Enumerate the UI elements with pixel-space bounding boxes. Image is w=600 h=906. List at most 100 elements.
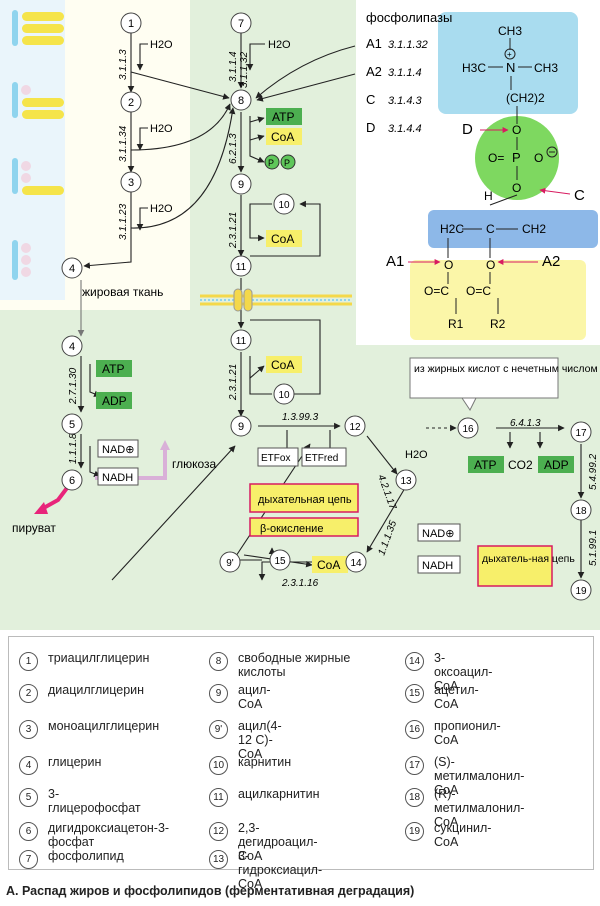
- r2: R2: [490, 317, 506, 331]
- legend-number: 7: [19, 850, 38, 869]
- minus-charge-icon: [546, 146, 558, 158]
- svg-text:9: 9: [238, 179, 244, 191]
- coa-box: [266, 128, 302, 145]
- node-6: 6: [61, 469, 83, 491]
- phospholipase-list: фосфолипазы A1 3.1.1.32 A2 3.1.1.4 C 3.1…: [366, 10, 452, 135]
- odd-chain-note: из жирных кислот с нечетным числом С-ато…: [414, 363, 600, 375]
- ch2-right: CH2: [522, 222, 546, 236]
- legend-number: 5: [19, 788, 38, 807]
- ch2-left: H2C: [440, 222, 464, 236]
- water-labels: H2O H2O H2O H2O: [150, 39, 291, 215]
- phospholipase-a2-ec: 3.1.1.4: [388, 67, 422, 79]
- nadh-box: [417, 555, 461, 574]
- atp-label-8: ATP: [272, 110, 294, 124]
- node-19: 19: [570, 579, 592, 601]
- ec-1-1-1-8: 1.1.1.8: [68, 433, 79, 464]
- atp-box: [468, 456, 504, 473]
- svg-text:15: 15: [274, 556, 286, 567]
- svg-text:2: 2: [128, 97, 134, 109]
- legend-number: 1: [19, 652, 38, 671]
- legend-number: 9': [209, 720, 228, 739]
- pyruvate-label: пируват: [12, 521, 56, 535]
- adipose-cells: [12, 10, 64, 280]
- pp-label-b: P: [284, 158, 290, 168]
- svg-text:10: 10: [278, 200, 290, 211]
- legend-text: 3-оксоацил-CoA: [434, 651, 493, 693]
- atp-label-4: ATP: [102, 362, 124, 376]
- o-top: O: [512, 123, 521, 137]
- pyruvate-arrow: [39, 482, 72, 512]
- coa-box: [266, 356, 302, 373]
- legend-text: ацил(4-12 С)-CoA: [238, 719, 282, 761]
- legend-text: 2,3-дегидроацил-CoA: [238, 821, 318, 863]
- plus-charge-icon: [504, 48, 516, 60]
- ec-3-1-1-23: 3.1.1.23: [118, 203, 129, 240]
- svg-text:13: 13: [400, 476, 412, 487]
- legend-text: свободные жирные кислоты: [238, 651, 351, 679]
- legend-text: триацилглицерин: [48, 651, 150, 665]
- beta-ox-box: [249, 517, 359, 537]
- legend-item: 17 (S)-метилмалонил-CoA: [405, 755, 524, 797]
- svg-text:O=C: O=C: [424, 284, 449, 298]
- svg-text:16: 16: [462, 424, 474, 435]
- legend-number: 19: [405, 822, 424, 841]
- pp-label-a: P: [268, 158, 274, 168]
- atp-box: [96, 360, 132, 377]
- nadh-box: [97, 467, 139, 486]
- legend-item: 9' ацил(4-12 С)-CoA: [209, 719, 282, 761]
- node-14: 14: [345, 551, 367, 573]
- legend-number: 11: [209, 788, 228, 807]
- svg-text:7: 7: [238, 18, 244, 30]
- node-10b: 10: [273, 383, 295, 405]
- node-12: 12: [344, 415, 366, 437]
- co2-label: CO2: [508, 458, 533, 472]
- o-double-left: O=: [488, 151, 504, 165]
- fat-droplet-icon: [12, 10, 64, 46]
- r1: R1: [448, 317, 464, 331]
- ec-2-3-1-21-b: 2.3.1.21: [228, 364, 239, 401]
- svg-text:11: 11: [236, 336, 247, 347]
- etf-ox-box: [257, 447, 299, 467]
- node-13: 13: [395, 469, 417, 491]
- resp-chain-label: дыхательная цепь: [258, 494, 352, 506]
- svg-text:1: 1: [128, 18, 134, 30]
- node-9b: 9: [230, 415, 252, 437]
- svg-text:6: 6: [69, 475, 75, 487]
- atp-box: [266, 108, 302, 125]
- adp-box: [538, 456, 574, 473]
- legend-number: 9: [209, 684, 228, 703]
- legend-text: (S)-метилмалонил-CoA: [434, 755, 525, 797]
- ec-2-7-1-30: 2.7.1.30: [68, 367, 79, 405]
- node-11a: 11: [230, 255, 252, 277]
- pathway-nodes: 1 2 3 4 4 5 6 7 8 9 10 11 11 10 9 12 13 …: [61, 12, 592, 601]
- legend-text: пропионил-CoA: [434, 719, 501, 747]
- phospholipase-a2: A2: [366, 64, 382, 79]
- ec-3-1-1-3: 3.1.1.3: [118, 49, 129, 80]
- node-3: 3: [120, 171, 142, 193]
- resp-chain-box-2: [477, 545, 553, 587]
- glucose-label: глюкоза: [172, 457, 217, 471]
- coa-label-11: CoA: [271, 358, 294, 372]
- node-8: 8: [230, 89, 252, 111]
- coa-label-8: CoA: [271, 130, 294, 144]
- nadh-label-5: NADH: [102, 472, 133, 484]
- legend-number: 18: [405, 788, 424, 807]
- legend-number: 17: [405, 756, 424, 775]
- h2o-1: H2O: [150, 39, 173, 51]
- node-15: 15: [269, 549, 291, 571]
- svg-text:O: O: [444, 258, 453, 272]
- adp-label-4: ADP: [102, 394, 127, 408]
- svg-text:3: 3: [128, 177, 134, 189]
- adp-label-16: ADP: [544, 458, 569, 472]
- adp-box: [96, 392, 132, 409]
- node-18: 18: [570, 499, 592, 521]
- phospholipid-molecule: CH3 + N H3C CH3 (CH2)2 O P O= O O H H2C …: [386, 12, 598, 340]
- ec-1-3-99-3: 1.3.99.3: [282, 412, 319, 423]
